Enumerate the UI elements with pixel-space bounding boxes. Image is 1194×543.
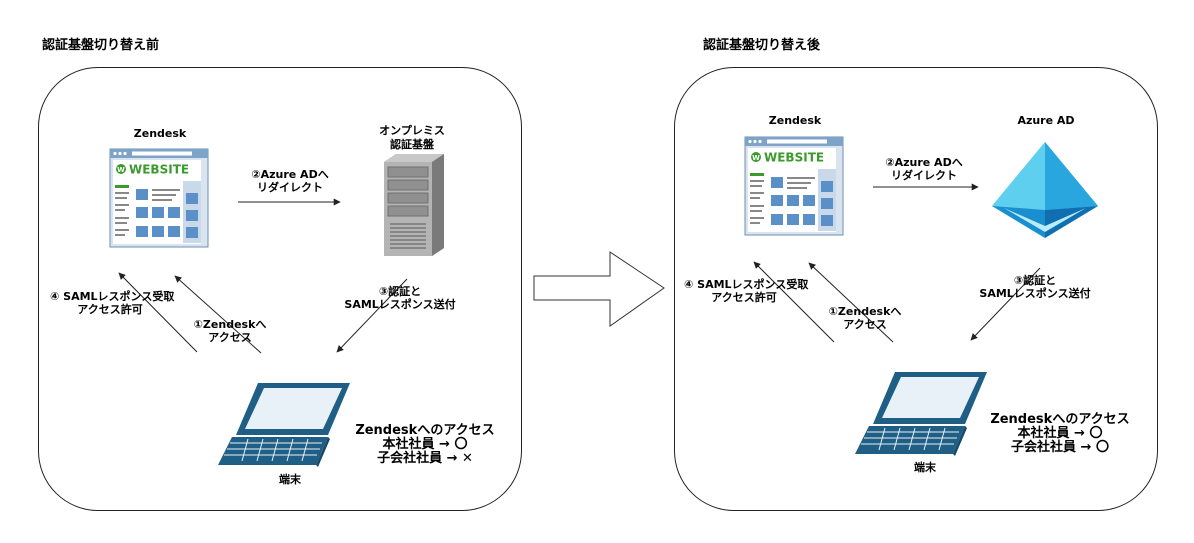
after-arrow1-line1: ①Zendeskへ bbox=[828, 305, 902, 318]
before-access-line3: 子会社社員 → ✕ bbox=[377, 451, 473, 466]
before-arrow2-line1: ②Azure ADへ bbox=[251, 168, 329, 181]
before-zendesk-label: Zendesk bbox=[133, 127, 187, 140]
after-arrow3-line2: SAMLレスポンス送付 bbox=[979, 287, 1091, 300]
before-website-text: WEBSITE bbox=[129, 163, 189, 177]
before-arrow-access bbox=[174, 275, 262, 354]
before-arrow-saml bbox=[336, 278, 408, 353]
before-arrow2-line2: リダイレクト bbox=[257, 181, 323, 194]
after-arrows bbox=[753, 183, 1041, 343]
before-arrow4-line2: アクセス許可 bbox=[77, 303, 143, 316]
after-access-line2: 本社社員 → 〇 bbox=[1017, 426, 1103, 441]
before-arrow-permit bbox=[118, 272, 198, 353]
after-terminal-label: 端末 bbox=[914, 461, 936, 474]
before-idp-label-line2: 認証基盤 bbox=[390, 138, 434, 151]
after-arrow-access bbox=[808, 262, 894, 343]
after-website-illustration: W WEBSITE bbox=[744, 136, 844, 236]
azure-ad-icon bbox=[992, 142, 1098, 238]
before-arrow4-line1: ④ SAMLレスポンス受取 bbox=[50, 290, 175, 303]
after-website-text: WEBSITE bbox=[764, 151, 824, 165]
after-idp-label: Azure AD bbox=[1017, 114, 1075, 127]
after-laptop-icon bbox=[855, 372, 987, 456]
after-arrow-saml bbox=[970, 267, 1041, 341]
after-zendesk-label: Zendesk bbox=[768, 114, 822, 127]
before-arrows bbox=[118, 198, 408, 354]
after-arrow4-line1: ④ SAMLレスポンス受取 bbox=[684, 278, 809, 291]
on-premise-server-icon bbox=[384, 154, 444, 256]
before-panel bbox=[38, 67, 522, 511]
before-laptop-icon bbox=[218, 383, 350, 467]
after-panel bbox=[674, 67, 1158, 511]
before-arrow3-line2: SAMLレスポンス送付 bbox=[344, 298, 456, 311]
before-arrow1-line2: アクセス bbox=[208, 331, 252, 344]
transition-arrow bbox=[533, 251, 665, 327]
after-arrow2-line1: ②Azure ADへ bbox=[885, 156, 963, 169]
after-arrow3-line1: ③認証と bbox=[1013, 274, 1057, 287]
before-arrow3-line1: ③認証と bbox=[378, 285, 422, 298]
before-access-line2: 本社社員 → 〇 bbox=[382, 437, 468, 452]
after-arrow4-line2: アクセス許可 bbox=[711, 291, 777, 304]
before-title: 認証基盤切り替え前 bbox=[42, 38, 160, 53]
before-access-line1: Zendeskへのアクセス bbox=[355, 423, 495, 438]
after-access-line3: 子会社社員 → 〇 bbox=[1011, 440, 1109, 455]
before-idp-label-line1: オンプレミス bbox=[379, 124, 445, 137]
after-arrow1-line2: アクセス bbox=[843, 318, 887, 331]
before-website-illustration: W WEBSITE bbox=[109, 148, 209, 248]
before-arrow1-line1: ①Zendeskへ bbox=[193, 318, 267, 331]
after-arrow2-line2: リダイレクト bbox=[891, 169, 957, 182]
after-arrow-permit bbox=[753, 261, 835, 343]
after-title: 認証基盤切り替え後 bbox=[703, 38, 821, 53]
after-access-line1: Zendeskへのアクセス bbox=[990, 412, 1130, 427]
svg-text:W: W bbox=[752, 154, 760, 162]
svg-text:W: W bbox=[117, 166, 125, 174]
before-terminal-label: 端末 bbox=[279, 473, 301, 486]
